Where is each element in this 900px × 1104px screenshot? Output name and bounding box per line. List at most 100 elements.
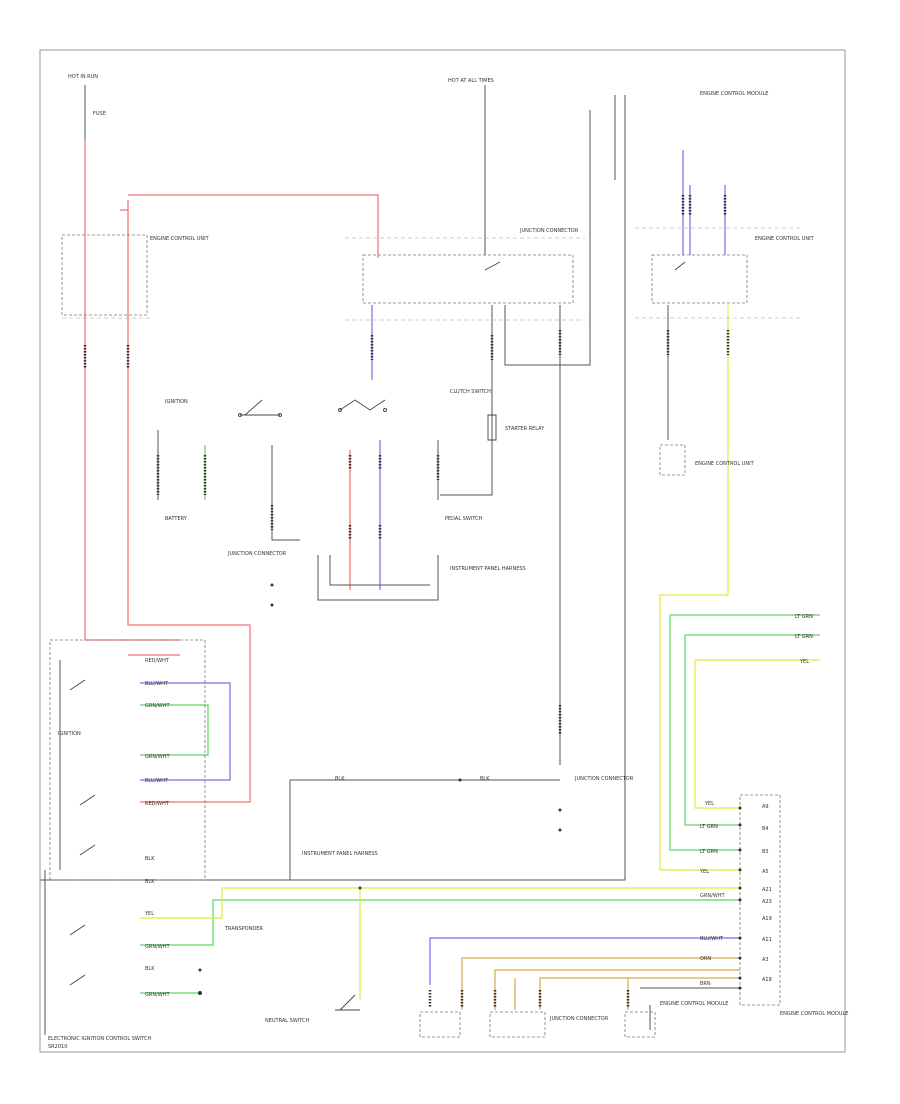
pin-label-4: A21: [762, 887, 772, 893]
label-starter-relay: STARTER RELAY: [505, 426, 545, 432]
tag-black-4: BLK: [335, 776, 345, 782]
diagram-labels: HOT IN RUN HOT AT ALL TIMES FUSE ENGINE …: [48, 74, 848, 1050]
main-relay-box: [362, 254, 574, 304]
switch-symbols: [69, 261, 686, 1011]
green-wire-group: [140, 445, 820, 994]
tag-black-5: BLK: [480, 776, 490, 782]
label-transponder: TRANSPONDER: [224, 926, 263, 932]
orange-wire-1: [461, 957, 740, 1010]
label-fuse: FUSE: [93, 111, 106, 117]
pin-label-2: B3: [762, 849, 769, 855]
ign-contact-2: [79, 794, 96, 806]
red-wire-down: [127, 200, 251, 803]
yellow-wire-group: [140, 305, 820, 1000]
ign-contact-5: [69, 974, 86, 986]
yellow-wire-ecu: [659, 305, 740, 871]
label-neutral: NEUTRAL SWITCH: [265, 1018, 310, 1024]
ign-contact-3: [79, 844, 96, 856]
pin-label-8: A3: [762, 957, 769, 963]
pin-label-0: A9: [762, 804, 769, 810]
tag-green-4: GRN/WHT: [145, 992, 170, 998]
separator-lines: [62, 227, 800, 321]
connector-stubs: [83, 195, 730, 1008]
label-ecu-part: ENGINE CONTROL UNIT: [695, 461, 755, 467]
blue-wire-loop: [140, 682, 231, 781]
tag-yellow-2: YEL: [799, 659, 809, 665]
label-battery: BATTERY: [165, 516, 188, 522]
tag-black-3: BLK: [145, 966, 155, 972]
dark-wire-bus-2: [329, 555, 430, 586]
tag-black-1: BLK: [145, 856, 155, 862]
label-hot-in-run: HOT IN RUN: [68, 74, 98, 80]
tag-ltgrn-3: LT GRN: [700, 824, 718, 830]
green-wire-right-4: [684, 635, 740, 826]
blue-wire-right: [429, 937, 740, 985]
tag-green-5: GRN/WHT: [700, 893, 725, 899]
terminals: [198, 583, 742, 995]
green-wire-bottom: [140, 899, 740, 946]
ecm-box: [739, 794, 781, 1006]
bottom-conn-2: [489, 1011, 546, 1038]
label-junction-2: JUNCTION CONNECTOR: [227, 551, 287, 557]
label-junction: JUNCTION CONNECTOR: [519, 228, 579, 234]
label-instrument: INSTRUMENT PANEL HARNESS: [450, 566, 526, 572]
pin-label-1: B4: [762, 826, 769, 832]
tag-orange-1: ORN: [700, 956, 711, 962]
neutral-switch: [335, 994, 360, 1011]
relay-coil: [487, 414, 497, 441]
label-ecu-relay: ENGINE CONTROL UNIT: [755, 236, 815, 242]
dark-wire-bus: [317, 555, 439, 601]
part-box-right: [659, 444, 686, 476]
ign-switch-box: [49, 639, 206, 881]
label-ignition: IGNITION: [165, 399, 188, 405]
label-bottom-right-caption: ENGINE CONTROL MODULE: [780, 1011, 848, 1017]
relay-contact-ecu: [674, 261, 686, 271]
dark-wire-junction: [289, 779, 560, 880]
label-hot-at-all-times: HOT AT ALL TIMES: [448, 78, 494, 84]
left-relay-box: [61, 234, 148, 316]
yellow-wire-down: [694, 660, 740, 809]
dark-wire-sw-gnd: [271, 445, 300, 541]
dark-wire-fuse-col: [504, 110, 591, 366]
tag-brn-1: BRN: [700, 981, 711, 987]
tag-ltgrn-4: LT GRN: [700, 849, 718, 855]
label-ignition-switch: IGNITION: [58, 731, 81, 737]
tag-yellow-3: YEL: [704, 801, 714, 807]
pin-label-7: A11: [762, 937, 772, 943]
tag-yellow-4: YEL: [699, 869, 709, 875]
label-clutch: CLUTCH SWITCH: [450, 389, 491, 395]
tag-yellow-1: YEL: [144, 911, 154, 917]
blue-wire-group: [140, 150, 740, 985]
pin-label-3: A5: [762, 869, 769, 875]
red-wire-feed: [128, 194, 379, 258]
relay-contact-main: [484, 261, 501, 271]
label-junction-4: JUNCTION CONNECTOR: [549, 1016, 609, 1022]
tag-blue-2: BLU/WHT: [145, 778, 169, 784]
red-wire-group: [84, 140, 379, 803]
switch-b: [339, 399, 386, 411]
label-relay: ENGINE CONTROL UNIT: [150, 236, 210, 242]
ign-contact-4: [69, 924, 86, 936]
yellow-wire-bottom: [140, 887, 740, 919]
label-ecm-top: ENGINE CONTROL MODULE: [700, 91, 768, 97]
dark-wire-group: [40, 85, 740, 1035]
bottom-conn-1: [419, 1011, 461, 1038]
label-bottom-left-id: SR2010: [48, 1044, 67, 1050]
label-junction-3: JUNCTION CONNECTOR: [574, 776, 634, 782]
tag-green-3: GRN/WHT: [145, 944, 170, 950]
ecu-relay-box: [651, 254, 748, 304]
label-pedal: PEDAL SWITCH: [445, 516, 483, 522]
red-wire-main: [84, 140, 180, 641]
tag-red-2: RED/WHT: [145, 801, 170, 807]
tag-black-2: BLK: [145, 879, 155, 885]
green-wire-loop: [140, 704, 209, 756]
tag-blue-1: BLU/WHT: [145, 681, 169, 687]
label-instrument-2: INSTRUMENT PANEL HARNESS: [302, 851, 378, 857]
pin-label-6: A19: [762, 916, 772, 922]
component-boxes: [49, 234, 781, 1038]
label-bottom-left-caption: ELECTRONIC IGNITION CONTROL SWITCH: [48, 1036, 152, 1042]
tag-blue-3: BLU/WHT: [700, 936, 724, 942]
dark-wire-relay-out: [440, 305, 493, 496]
